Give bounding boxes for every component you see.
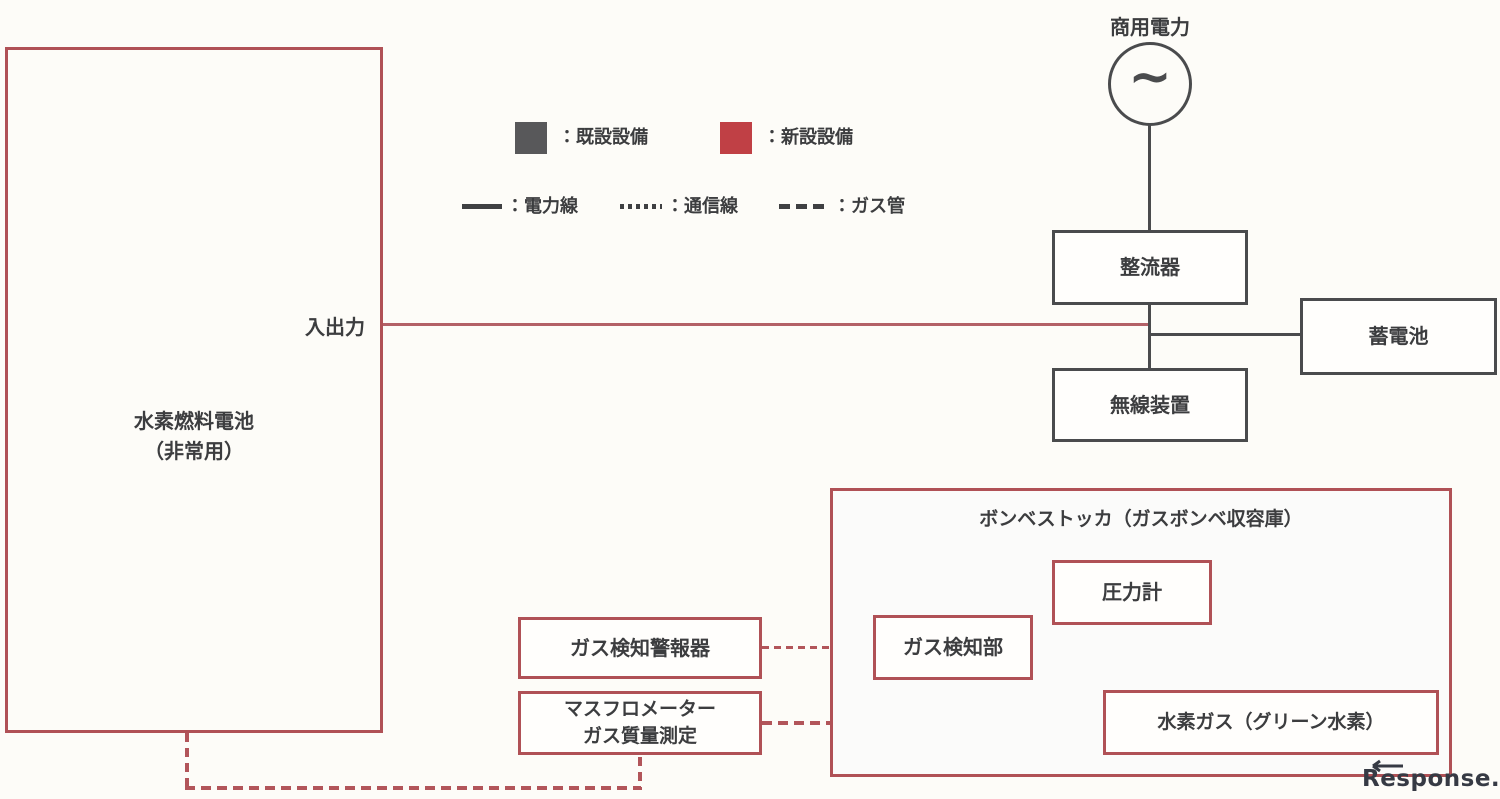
gas-detector-box: ガス検知部: [873, 615, 1033, 680]
comm-line-alarm-to-detector: [762, 646, 873, 649]
ac-source-icon: ~: [1108, 42, 1192, 126]
storage-battery-label: 蓄電池: [1368, 324, 1429, 348]
commercial-power-label: 商用電力: [1110, 15, 1190, 39]
hydrogen-gas-box: 水素ガス（グリーン水素）: [1103, 690, 1439, 755]
legend-new-swatch: [720, 122, 752, 154]
cylinder-stocker-title: ボンベストッカ（ガスボンベ収容庫）: [979, 508, 1303, 530]
legend-comm-line-label: ：通信線: [666, 196, 738, 217]
mass-flow-meter-label-line2: ガス質量測定: [582, 725, 697, 747]
mass-flow-meter-box: マスフロメーター ガス質量測定: [518, 691, 762, 755]
power-line-rectifier-to-wireless: [1148, 305, 1151, 368]
legend-power-line-label: ：電力線: [506, 196, 578, 217]
pressure-gauge-box: 圧力計: [1052, 560, 1212, 625]
watermark-text: Response.: [1362, 766, 1500, 792]
gas-alarm-box: ガス検知警報器: [518, 617, 762, 679]
watermark-arrow-icon: [1372, 759, 1403, 773]
fuel-cell-io-label: 入出力: [305, 315, 365, 339]
fuel-cell-name-line1: 水素燃料電池: [134, 409, 254, 433]
ac-tilde-symbol: ~: [1128, 47, 1172, 107]
gas-pipe-bottom-run: [185, 786, 641, 790]
pressure-gauge-label: 圧力計: [1102, 580, 1162, 604]
gas-detector-label: ガス検知部: [903, 635, 1003, 659]
gas-pipe-massflow-down: [638, 757, 642, 790]
legend-existing-label: ：既設設備: [558, 127, 648, 148]
rectifier-box: 整流器: [1052, 230, 1248, 305]
gas-alarm-label: ガス検知警報器: [570, 635, 710, 660]
legend-power-line-sample: [462, 204, 502, 209]
gas-pipe-fuelcell-down: [185, 733, 189, 790]
mass-flow-meter-label-line1: マスフロメーター: [563, 698, 716, 720]
legend-existing-swatch: [515, 122, 547, 154]
response-watermark: Response.: [1362, 759, 1500, 792]
fuel-cell-box: [5, 47, 383, 733]
power-line-acsource-to-rectifier: [1148, 125, 1151, 230]
legend-new-label: ：新設設備: [763, 127, 853, 148]
legend-comm-line-sample: [620, 204, 662, 209]
power-line-to-battery: [1151, 333, 1300, 336]
storage-battery-box: 蓄電池: [1300, 298, 1497, 375]
legend-gas-pipe-label: ：ガス管: [833, 196, 905, 217]
power-line-fuelcell-to-rectifier: [383, 323, 1150, 326]
hydrogen-gas-label: 水素ガス（グリーン水素）: [1157, 710, 1385, 733]
fuel-cell-name-line2: （非常用）: [144, 439, 244, 463]
legend-gas-pipe-sample: [779, 204, 827, 209]
fuel-cell-name: 水素燃料電池 （非常用）: [5, 406, 383, 466]
rectifier-label: 整流器: [1120, 255, 1180, 279]
wireless-device-box: 無線装置: [1052, 368, 1248, 442]
wireless-device-label: 無線装置: [1110, 392, 1190, 417]
